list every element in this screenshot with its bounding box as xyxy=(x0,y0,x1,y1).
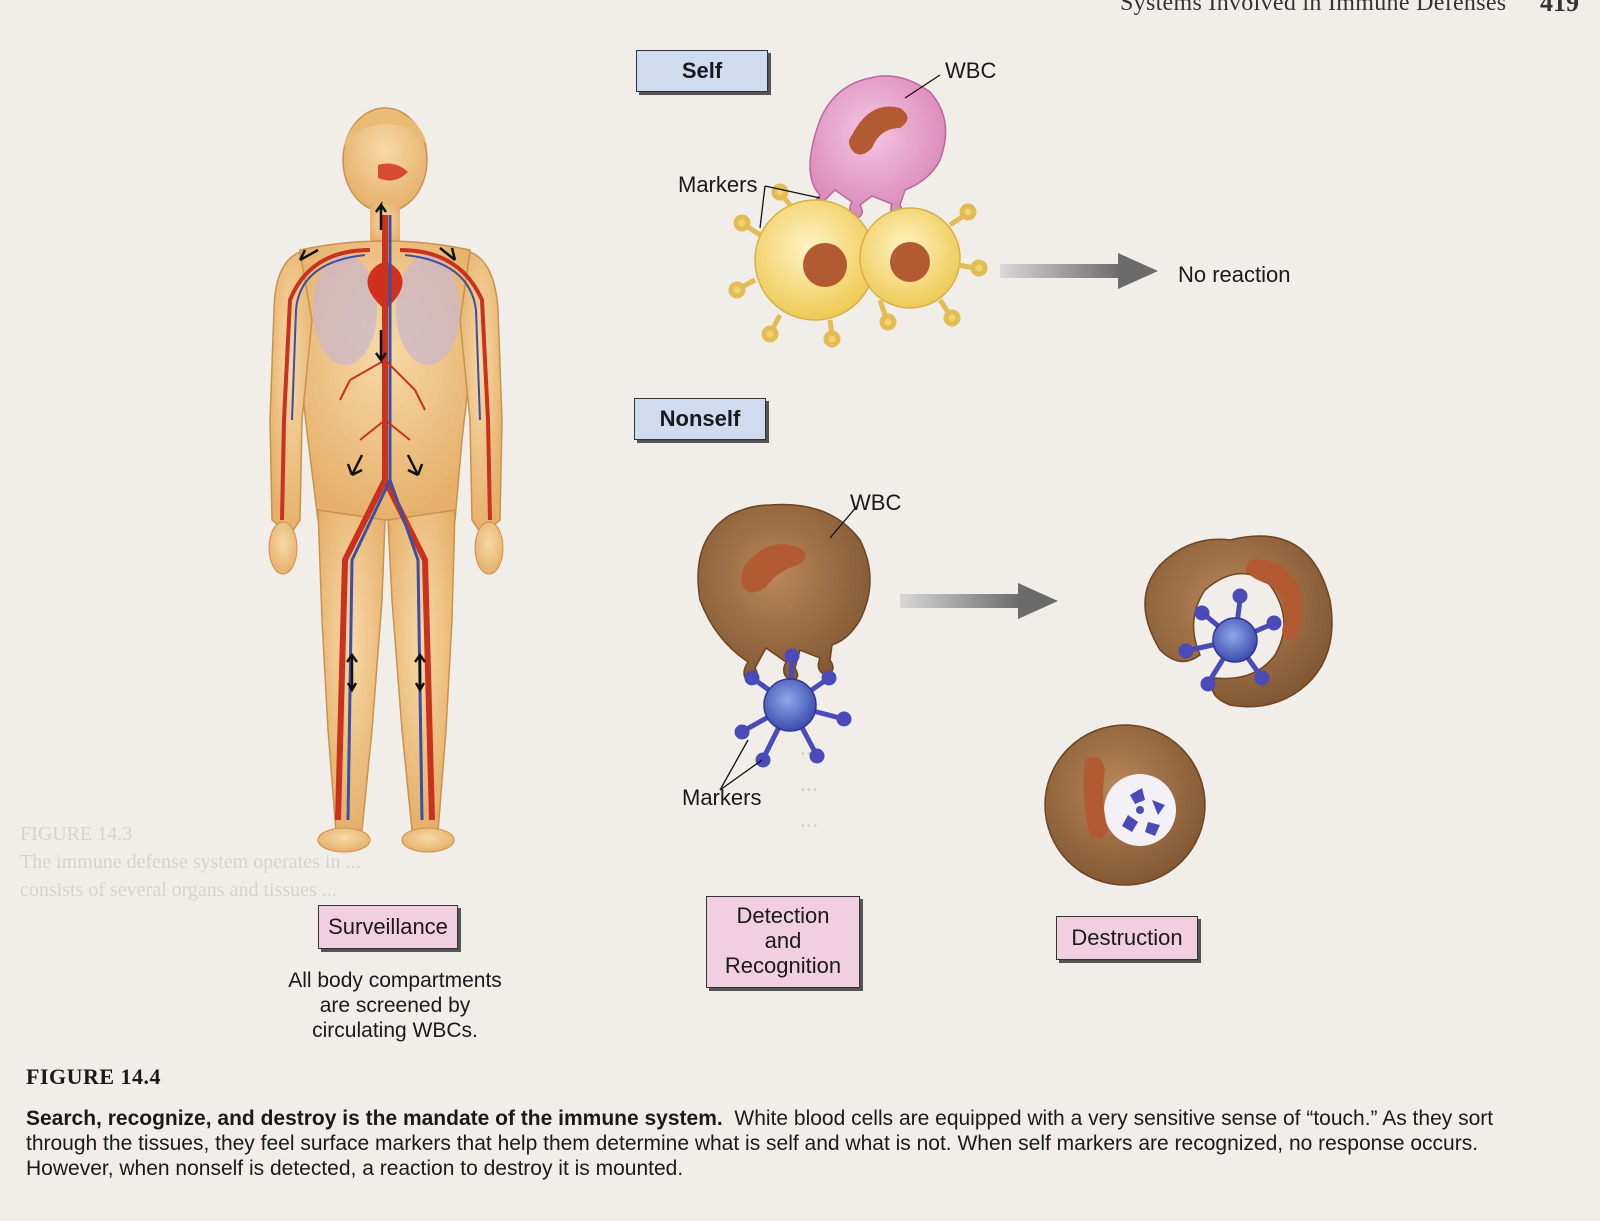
surveillance-tag: Surveillance xyxy=(318,905,458,949)
markers-label-bottom: Markers xyxy=(682,785,762,810)
self-leader-lines xyxy=(759,74,941,229)
human-body-figure xyxy=(268,107,504,853)
surveillance-note-line1: All body compartments xyxy=(288,969,502,992)
caption-lead: Search, recognize, and destroy is the ma… xyxy=(26,1107,723,1130)
running-head: Systems Involved in Immune Defenses xyxy=(1120,0,1507,16)
nonself-wbc xyxy=(697,503,871,683)
digesting-wbc xyxy=(1044,724,1206,886)
surveillance-note-line3: circulating WBCs. xyxy=(312,1019,478,1042)
surveillance-label: Surveillance xyxy=(328,914,448,939)
arrow-to-destruction xyxy=(900,583,1058,619)
detection-line3: Recognition xyxy=(724,953,842,978)
markers-label-top: Markers xyxy=(678,172,758,197)
destruction-label: Destruction xyxy=(1071,925,1183,950)
destruction-tag: Destruction xyxy=(1056,916,1198,960)
surveillance-note-line2: are screened by xyxy=(319,994,471,1017)
nonself-leader-lines xyxy=(719,504,859,791)
engulfed-cell xyxy=(1178,588,1282,692)
wbc-label-top: WBC xyxy=(945,58,997,83)
nonself-label: Nonself xyxy=(659,406,741,431)
figure-caption: Search, recognize, and destroy is the ma… xyxy=(26,1106,1566,1181)
engulfing-wbc xyxy=(1144,535,1333,708)
nonself-cell xyxy=(734,648,852,768)
self-tag: Self xyxy=(636,50,768,92)
no-reaction-label: No reaction xyxy=(1178,262,1291,287)
page-number: 419 xyxy=(1540,0,1579,17)
nonself-tag: Nonself xyxy=(634,398,766,440)
wbc-label-bottom: WBC xyxy=(850,490,902,515)
figure-label: FIGURE 14.4 xyxy=(26,1064,162,1089)
self-label: Self xyxy=(681,58,723,83)
self-wbc xyxy=(809,75,947,219)
surveillance-note: All body compartments are screened by ci… xyxy=(270,968,520,1043)
detection-line2: and xyxy=(764,928,802,953)
caption-body-text: White blood cells are equipped with a ve… xyxy=(26,1107,1494,1180)
arrow-no-reaction xyxy=(1000,253,1158,289)
detection-tag: Detection and Recognition xyxy=(706,896,860,988)
detection-line1: Detection xyxy=(736,903,830,928)
self-cells xyxy=(728,183,988,348)
